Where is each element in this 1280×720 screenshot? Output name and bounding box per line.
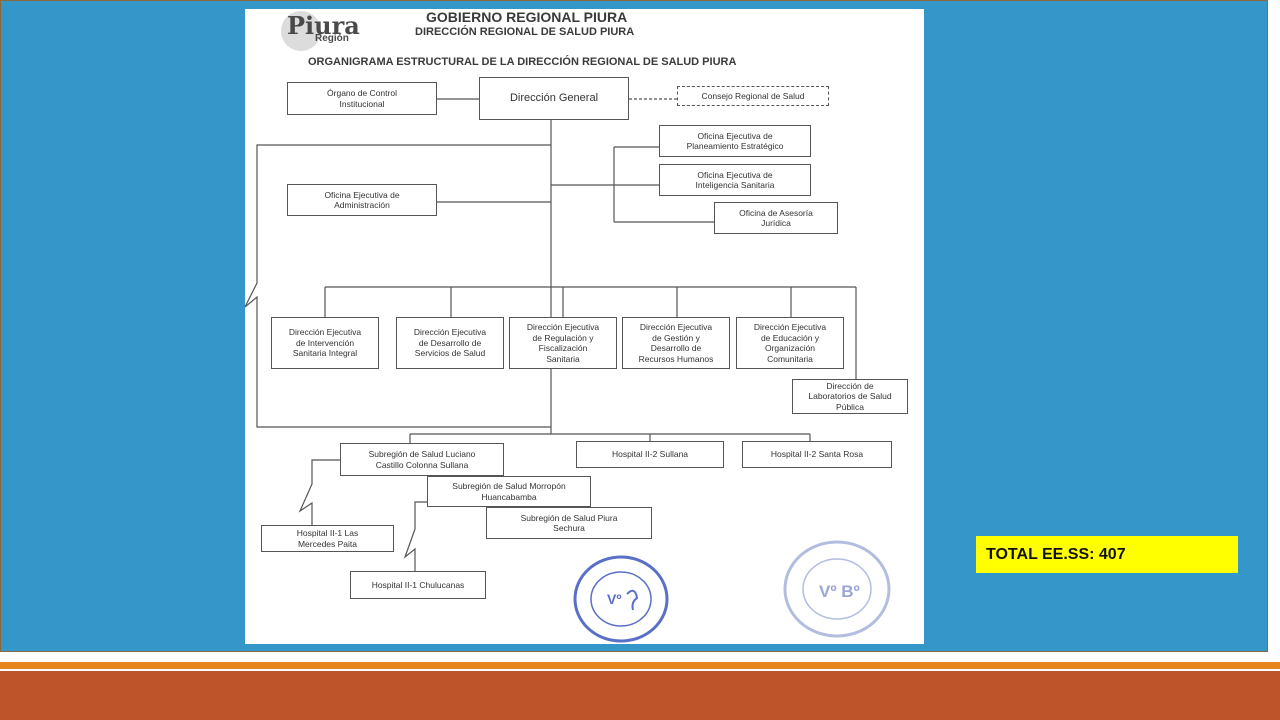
box-subregion-sullana: Subregión de Salud Luciano Castillo Colo… <box>340 443 504 476</box>
box-subregion-morropon: Subregión de Salud Morropón Huancabamba <box>427 476 591 507</box>
box-de-regulacion: Dirección Ejecutiva de Regulación y Fisc… <box>509 317 617 369</box>
box-consejo-regional: Consejo Regional de Salud <box>677 86 829 106</box>
box-hospital-las-mercedes: Hospital II-1 Las Mercedes Paita <box>261 525 394 552</box>
box-organo-control: Órgano de Control Institucional <box>287 82 437 115</box>
logo-name: Piura <box>287 11 360 40</box>
org-chart-document: Piura Región GOBIERNO REGIONAL PIURA DIR… <box>245 9 924 644</box>
box-hospital-santa-rosa: Hospital II-2 Santa Rosa <box>742 441 892 468</box>
logo-subtitle: Región <box>315 33 349 44</box>
box-de-gestion: Dirección Ejecutiva de Gestión y Desarro… <box>622 317 730 369</box>
box-hospital-sullana: Hospital II-2 Sullana <box>576 441 724 468</box>
legal-advisory-seal-icon: Vº Bº <box>783 540 891 638</box>
box-subregion-sechura: Subregión de Salud Piura Sechura <box>486 507 652 539</box>
box-de-servicios: Dirección Ejecutiva de Desarrollo de Ser… <box>396 317 504 369</box>
box-de-intervencion: Dirección Ejecutiva de Intervención Sani… <box>271 317 379 369</box>
regional-government-seal-icon: Vº <box>573 555 669 643</box>
chart-heading: ORGANIGRAMA ESTRUCTURAL DE LA DIRECCIÓN … <box>308 56 737 68</box>
svg-text:Vº Bº: Vº Bº <box>819 582 860 601</box>
box-oficina-inteligencia: Oficina Ejecutiva de Inteligencia Sanita… <box>659 164 811 196</box>
footer-stripe-orange <box>0 662 1280 669</box>
box-oficina-asesoria: Oficina de Asesoría Jurídica <box>714 202 838 234</box>
document-title: GOBIERNO REGIONAL PIURA <box>426 9 628 25</box>
document-subtitle: DIRECCIÓN REGIONAL DE SALUD PIURA <box>415 26 635 38</box>
svg-text:Vº: Vº <box>607 591 621 607</box>
total-health-facilities-label: TOTAL EE.SS: 407 <box>976 536 1238 573</box>
box-hospital-chulucanas: Hospital II-1 Chulucanas <box>350 571 486 599</box>
footer-stripe-rust <box>0 671 1280 720</box>
piura-logo-icon <box>281 11 321 51</box>
connector-lines <box>245 98 857 574</box>
box-oficina-administracion: Oficina Ejecutiva de Administración <box>287 184 437 216</box>
box-de-educacion: Dirección Ejecutiva de Educación y Organ… <box>736 317 844 369</box>
box-dir-laboratorios: Dirección de Laboratorios de Salud Públi… <box>792 379 908 414</box>
box-direccion-general: Dirección General <box>479 77 629 120</box>
box-oficina-planeamiento: Oficina Ejecutiva de Planeamiento Estrat… <box>659 125 811 157</box>
